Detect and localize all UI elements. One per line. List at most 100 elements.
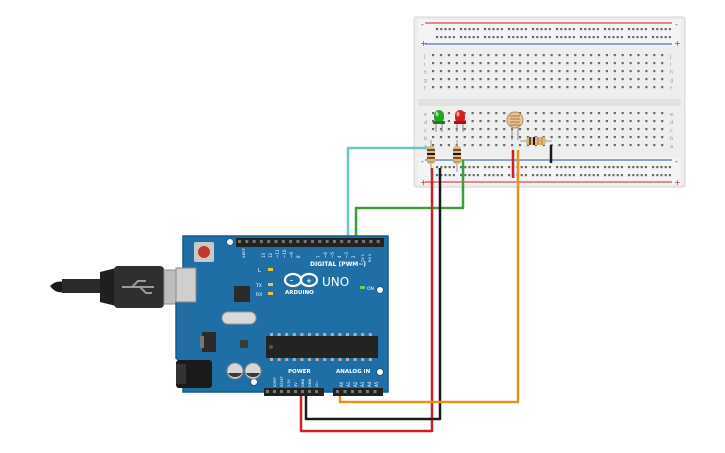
rail-hole[interactable]: [532, 166, 535, 169]
rail-hole[interactable]: [644, 166, 647, 169]
breadboard-hole[interactable]: [605, 136, 608, 139]
breadboard-hole[interactable]: [487, 70, 490, 73]
breadboard-hole[interactable]: [503, 78, 506, 81]
chip-pin[interactable]: [270, 333, 273, 336]
breadboard-hole[interactable]: [542, 120, 545, 123]
chip-pin[interactable]: [285, 333, 289, 336]
analog-header-pin[interactable]: [336, 390, 339, 393]
breadboard-hole[interactable]: [637, 120, 640, 123]
breadboard-hole[interactable]: [518, 78, 522, 81]
rail-hole[interactable]: [492, 28, 495, 31]
breadboard-hole[interactable]: [590, 144, 593, 147]
breadboard-hole[interactable]: [542, 54, 545, 57]
breadboard-hole[interactable]: [629, 128, 632, 131]
rail-hole[interactable]: [656, 166, 659, 169]
breadboard-hole[interactable]: [542, 128, 545, 131]
breadboard-hole[interactable]: [495, 54, 498, 57]
breadboard-hole[interactable]: [582, 54, 585, 57]
digital-header-pin[interactable]: [311, 240, 314, 243]
breadboard-hole[interactable]: [455, 70, 458, 73]
breadboard-hole[interactable]: [455, 54, 458, 57]
rail-hole[interactable]: [568, 28, 571, 31]
breadboard-hole[interactable]: [495, 78, 498, 81]
breadboard-hole[interactable]: [574, 86, 577, 89]
breadboard-hole[interactable]: [582, 136, 585, 139]
breadboard-hole[interactable]: [605, 78, 608, 81]
breadboard-hole[interactable]: [597, 120, 601, 123]
rail-hole[interactable]: [604, 36, 607, 39]
rail-hole[interactable]: [580, 166, 583, 169]
red-wire[interactable]: [299, 168, 434, 433]
breadboard-hole[interactable]: [645, 54, 648, 57]
rail-hole[interactable]: [660, 174, 663, 177]
rail-hole[interactable]: [436, 36, 439, 39]
rail-hole[interactable]: [536, 28, 539, 31]
breadboard-hole[interactable]: [526, 70, 529, 73]
breadboard-hole[interactable]: [526, 62, 529, 65]
rail-hole[interactable]: [572, 166, 575, 169]
rail-hole[interactable]: [568, 166, 571, 169]
breadboard-hole[interactable]: [621, 54, 624, 57]
rail-hole[interactable]: [560, 166, 563, 169]
rail-hole[interactable]: [596, 174, 599, 177]
breadboard-hole[interactable]: [511, 54, 514, 57]
analog-header-pin[interactable]: [366, 390, 369, 393]
breadboard-hole[interactable]: [439, 54, 443, 57]
rail-hole[interactable]: [620, 174, 623, 177]
wires[interactable]: [299, 146, 520, 433]
rail-hole[interactable]: [524, 166, 527, 169]
rail-hole[interactable]: [460, 174, 463, 177]
breadboard-hole[interactable]: [511, 144, 514, 147]
breadboard-hole[interactable]: [439, 144, 443, 147]
chip-pin[interactable]: [277, 333, 281, 336]
breadboard-hole[interactable]: [455, 78, 458, 81]
digital-header-pin[interactable]: [318, 240, 322, 243]
breadboard-hole[interactable]: [566, 70, 569, 73]
rail-hole[interactable]: [564, 36, 567, 39]
breadboard-hole[interactable]: [471, 54, 474, 57]
breadboard-hole[interactable]: [613, 54, 616, 57]
breadboard-hole[interactable]: [479, 112, 482, 115]
rail-hole[interactable]: [460, 36, 463, 39]
rail-hole[interactable]: [636, 28, 639, 31]
rail-hole[interactable]: [452, 174, 455, 177]
breadboard-hole[interactable]: [432, 128, 435, 131]
rail-hole[interactable]: [500, 36, 503, 39]
breadboard-hole[interactable]: [597, 78, 601, 81]
rail-hole[interactable]: [460, 28, 463, 31]
breadboard-hole[interactable]: [645, 86, 648, 89]
digital-header[interactable]: [236, 238, 384, 247]
rail-hole[interactable]: [612, 36, 615, 39]
breadboard-hole[interactable]: [613, 62, 616, 65]
chip-pin[interactable]: [361, 333, 365, 336]
rail-hole[interactable]: [656, 174, 659, 177]
breadboard-hole[interactable]: [503, 70, 506, 73]
breadboard-hole[interactable]: [503, 86, 506, 89]
breadboard-hole[interactable]: [637, 62, 640, 65]
breadboard-hole[interactable]: [597, 70, 601, 73]
breadboard-hole[interactable]: [463, 78, 466, 81]
breadboard-hole[interactable]: [432, 78, 435, 81]
breadboard-hole[interactable]: [653, 128, 656, 131]
rail-hole[interactable]: [584, 174, 587, 177]
breadboard-hole[interactable]: [605, 128, 608, 131]
rail-hole[interactable]: [516, 36, 519, 39]
rail-hole[interactable]: [556, 166, 559, 169]
breadboard-hole[interactable]: [550, 128, 553, 131]
breadboard-hole[interactable]: [518, 70, 522, 73]
breadboard-hole[interactable]: [542, 86, 545, 89]
black-wire[interactable]: [304, 168, 442, 421]
power-header-pin[interactable]: [273, 390, 276, 393]
rail-hole[interactable]: [448, 36, 451, 39]
breadboard-hole[interactable]: [487, 54, 490, 57]
rail-hole[interactable]: [444, 166, 447, 169]
rail-hole[interactable]: [540, 174, 543, 177]
breadboard-hole[interactable]: [463, 54, 466, 57]
digital-header-pin[interactable]: [347, 240, 351, 243]
digital-header-pin[interactable]: [238, 240, 241, 243]
breadboard-hole[interactable]: [447, 62, 450, 65]
breadboard-hole[interactable]: [621, 86, 624, 89]
breadboard-hole[interactable]: [621, 144, 624, 147]
breadboard-hole[interactable]: [621, 70, 624, 73]
breadboard-hole[interactable]: [503, 136, 506, 139]
